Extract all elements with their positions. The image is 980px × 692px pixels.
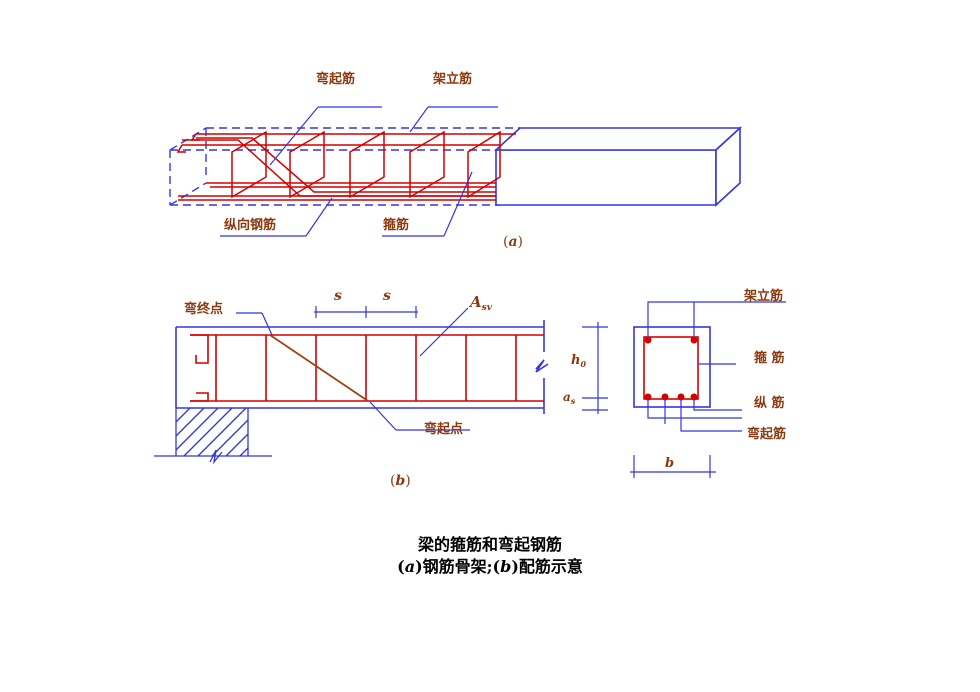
spacing-label-1: s xyxy=(334,288,342,304)
section-bars xyxy=(644,336,698,401)
spacing-dimension xyxy=(314,306,418,318)
solid-beam-block xyxy=(493,126,743,207)
label-section-erection-bar: 架立筋 xyxy=(743,288,783,304)
caption-subtitle: (a)钢筋骨架;(b)配筋示意 xyxy=(0,553,980,577)
label-section-stirrup: 箍 筋 xyxy=(754,350,785,366)
label-bend-end-point: 弯终点 xyxy=(184,301,223,317)
label-bend-start-point: 弯起点 xyxy=(424,421,463,437)
label-section-longitudinal: 纵 筋 xyxy=(754,395,785,411)
label-section-bent-bar: 弯起筋 xyxy=(747,426,786,442)
label-longitudinal-bar-a: 纵向钢筋 xyxy=(224,217,276,233)
sub-label-a: (a) xyxy=(503,234,523,250)
caption-text-b: )配筋示意 xyxy=(511,557,583,576)
caption-title: 梁的箍筋和弯起钢筋 xyxy=(417,535,562,554)
leader-lines-section xyxy=(630,301,786,478)
label-section-width: b xyxy=(665,456,674,471)
label-as: as xyxy=(563,390,576,406)
diagram-a: 弯起筋 架立筋 纵向钢筋 箍筋 (a) xyxy=(169,71,743,250)
leader-lines-a xyxy=(220,106,498,237)
section-outline xyxy=(633,326,711,408)
caption-paren-open: ( xyxy=(397,557,405,576)
caption-letter-b: b xyxy=(500,557,512,576)
label-erection-bar-a: 架立筋 xyxy=(432,71,472,87)
label-asv: Asv xyxy=(468,293,493,313)
rebar-cage xyxy=(176,130,516,201)
diagram-b-section: 架立筋 箍 筋 纵 筋 弯起筋 b xyxy=(630,288,786,478)
label-bent-bar-a: 弯起筋 xyxy=(316,71,355,87)
spacing-label-2: s xyxy=(383,288,391,304)
bent-bar-b xyxy=(269,334,369,402)
rebar-b xyxy=(190,334,544,402)
diagram-b-elevation: s s 弯终点 Asv 弯起点 h0 as (b) xyxy=(154,288,608,489)
caption-letter-a: a xyxy=(404,557,416,576)
height-dimension xyxy=(582,322,608,414)
leader-lines-b xyxy=(236,307,470,431)
sub-label-b: (b) xyxy=(390,473,411,489)
label-h0: h0 xyxy=(571,353,586,369)
beam-outline-b xyxy=(175,320,549,414)
support xyxy=(154,407,272,465)
section-stirrup xyxy=(643,336,699,400)
dashed-beam-outline xyxy=(169,127,520,206)
label-stirrup-a: 箍筋 xyxy=(383,217,409,233)
caption-text-a: )钢筋骨架;( xyxy=(415,557,501,576)
